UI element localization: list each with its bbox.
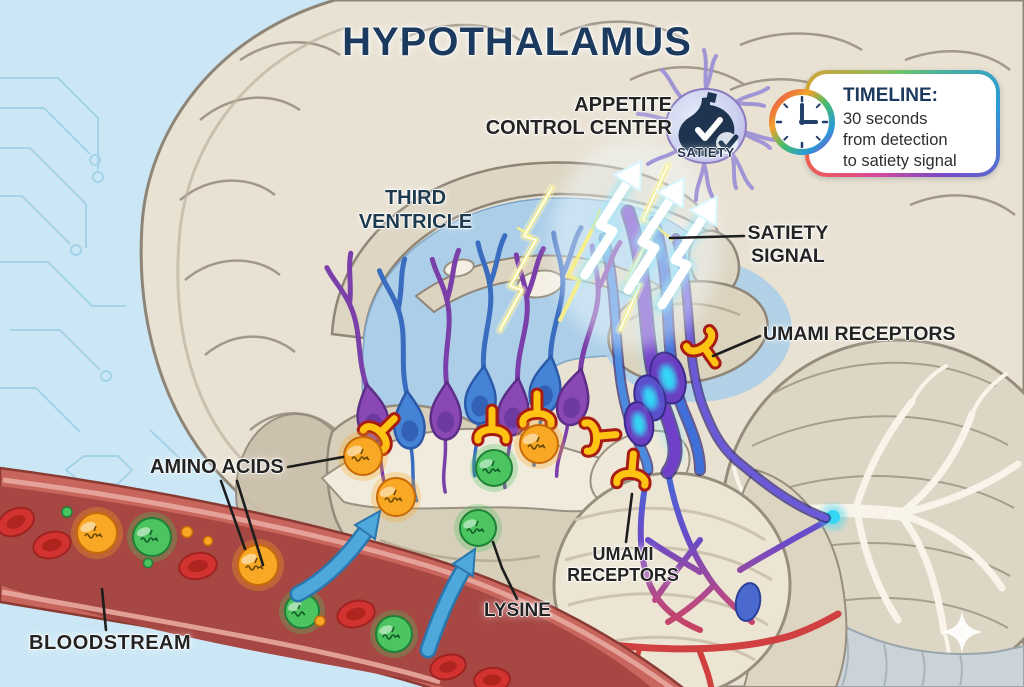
stomach-satiety-icon	[678, 92, 739, 157]
umami-receptor-icon	[471, 403, 513, 447]
amino-dot	[314, 615, 326, 627]
neuron	[429, 247, 463, 494]
satiety-signal-arrows	[576, 159, 719, 314]
uptake-arrow-icon	[289, 509, 382, 603]
timeline-line-3: to satiety signal	[843, 152, 957, 170]
check-icon	[718, 134, 739, 152]
pointer-lines	[100, 234, 762, 632]
pointer-amino-3	[286, 455, 345, 469]
sparkle-icon	[942, 610, 982, 654]
red-blood-cell	[336, 599, 376, 629]
amino-dot	[202, 535, 214, 547]
pointer-lysine	[491, 540, 519, 601]
amino-acids-label: AMINO ACIDS	[150, 456, 284, 478]
uptake-arrow-icon	[419, 547, 477, 659]
third-ventricle-line1: THIRD	[384, 187, 447, 209]
umami-receptor-icon	[516, 387, 558, 431]
amino-acid-orange	[232, 539, 284, 591]
timeline-card: TIMELINE: 30 seconds from detection to s…	[805, 70, 1000, 177]
page-title: HYPOTHALAMUS	[342, 20, 692, 64]
clock-icon	[768, 88, 836, 156]
tract-neuron-somas	[623, 351, 687, 447]
timeline-card-body: TIMELINE: 30 seconds from detection to s…	[809, 74, 996, 173]
satiety-badge-label: SATIETY	[677, 145, 735, 160]
satiety-signal-line1: SATIETY	[747, 222, 829, 244]
third-ventricle-line2: VENTRICLE	[358, 211, 473, 233]
cortex-gyri	[176, 20, 1016, 474]
amino-dot	[180, 525, 194, 539]
red-blood-cell	[0, 506, 36, 538]
lysine-label: LYSINE	[484, 600, 551, 621]
umami-receptor-icon	[356, 412, 401, 457]
red-blood-cell	[32, 530, 72, 560]
red-blood-cell	[178, 551, 218, 581]
pointer-umami-bottom	[624, 492, 634, 544]
pointer-amino-2	[235, 479, 265, 567]
pointer-amino-1	[219, 479, 247, 551]
satiety-signal-label: SATIETY SIGNAL	[703, 222, 873, 268]
check-icon	[695, 117, 723, 141]
amino-acid-green	[370, 610, 418, 658]
appetite-control-center-label: APPETITE CONTROL CENTER	[420, 94, 672, 140]
umami-receptor-icons	[356, 324, 722, 492]
bloodstream-label: BLOODSTREAM	[29, 632, 192, 654]
timeline-heading: TIMELINE:	[843, 85, 938, 106]
uptake-arrows	[289, 509, 477, 659]
umami-receptors-right-label: UMAMI RECEPTORS	[763, 323, 956, 345]
umami-receptors-bottom-label: UMAMI RECEPTORS	[549, 544, 697, 586]
pointer-umami-right	[711, 334, 762, 358]
amino-acid-green	[279, 588, 325, 634]
brainstem-vasculature	[556, 467, 846, 687]
red-blood-cells	[0, 506, 511, 687]
amino-acid-orange	[338, 431, 388, 481]
appetite-line1: APPETITE	[574, 94, 672, 116]
amino-acid-green	[127, 512, 177, 562]
amino-acid-orange	[371, 472, 421, 522]
third-ventricle-label: THIRD VENTRICLE	[328, 186, 503, 234]
red-blood-cell	[473, 666, 511, 687]
amino-dot	[61, 506, 73, 518]
umami-bottom-line2: RECEPTORS	[567, 565, 679, 585]
amino-acid-orange	[71, 507, 123, 559]
umami-receptor-icon	[610, 447, 652, 492]
amino-acid-orange	[514, 419, 564, 469]
amino-acid-green	[470, 444, 518, 492]
satiety-signal-line2: SIGNAL	[751, 245, 825, 267]
amino-acids-in-tissue	[338, 419, 564, 552]
lysine-molecule	[454, 504, 502, 552]
umami-receptor-icon	[680, 324, 722, 370]
satiety-neuron-badge	[636, 48, 780, 202]
red-blood-cell	[429, 653, 467, 681]
pointer-bloodstream	[100, 587, 108, 632]
timeline-line-1: 30 seconds	[843, 110, 928, 128]
amino-acids-in-blood	[61, 506, 418, 658]
timeline-line-2: from detection	[843, 131, 948, 149]
umami-bottom-line1: UMAMI	[592, 544, 654, 564]
pointer-satiety-signal	[668, 234, 746, 240]
umami-receptor-icon	[578, 416, 623, 458]
amino-dot	[142, 557, 154, 569]
appetite-line2: CONTROL CENTER	[485, 117, 672, 139]
